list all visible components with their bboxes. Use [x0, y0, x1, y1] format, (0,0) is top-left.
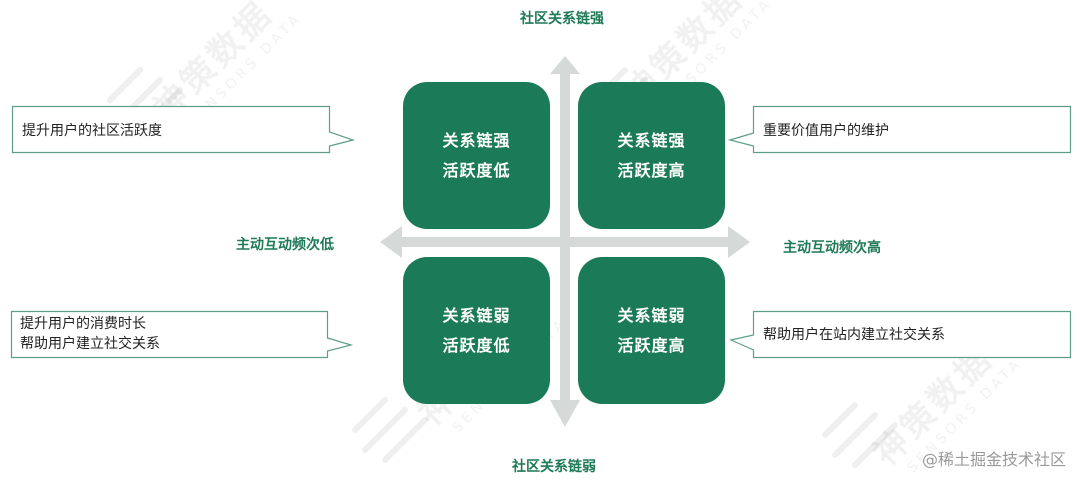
callout-bottom-right: [729, 310, 1072, 359]
quadrant-line1: 关系链强: [442, 130, 511, 150]
quadrant-top-left: 关系链强 活跃度低: [403, 82, 550, 229]
quadrant-line2: 活跃度高: [617, 335, 686, 355]
callout-line: 重要价值用户的维护: [763, 123, 889, 139]
callout-top-left-text: 提升用户的社区活跃度: [22, 120, 162, 142]
axis-label-left: 主动互动频次低: [236, 237, 334, 253]
arrow-left-icon: [380, 226, 402, 258]
callout-line: 帮助用户在站内建立社交关系: [763, 327, 945, 343]
source-credit: @稀土掘金技术社区: [921, 450, 1066, 469]
quadrant-bottom-right: 关系链弱 活跃度高: [578, 257, 725, 404]
callout-line: 帮助用户建立社交关系: [20, 336, 160, 352]
arrow-down-icon: [550, 400, 580, 427]
quadrant-line1: 关系链强: [617, 130, 686, 150]
axis-label-right: 主动互动频次高: [783, 240, 881, 256]
callout-top-left: [11, 105, 356, 154]
quadrant-bottom-left: 关系链弱 活跃度低: [403, 257, 550, 404]
quadrant-line2: 活跃度高: [617, 160, 686, 180]
callout-top-right-text: 重要价值用户的维护: [763, 120, 889, 142]
axis-label-bottom: 社区关系链弱: [512, 459, 596, 475]
callout-line: 提升用户的社区活跃度: [22, 123, 162, 139]
arrow-up-icon: [550, 56, 580, 74]
callout-top-right: [727, 105, 1072, 154]
axis-label-top: 社区关系链强: [520, 11, 604, 27]
quadrant-top-right: 关系链强 活跃度高: [578, 82, 725, 229]
quadrant-line1: 关系链弱: [442, 305, 511, 325]
quadrant-line2: 活跃度低: [442, 160, 511, 180]
callout-bottom-right-text: 帮助用户在站内建立社交关系: [763, 324, 945, 346]
horizontal-axis: [395, 237, 735, 247]
callout-bottom-left-text: 提升用户的消费时长 帮助用户建立社交关系: [20, 314, 160, 354]
callout-line: 提升用户的消费时长: [20, 316, 146, 332]
quadrant-line2: 活跃度低: [442, 335, 511, 355]
arrow-right-icon: [728, 226, 750, 258]
quadrant-line1: 关系链弱: [617, 305, 686, 325]
callout-bottom-left: [10, 310, 354, 359]
